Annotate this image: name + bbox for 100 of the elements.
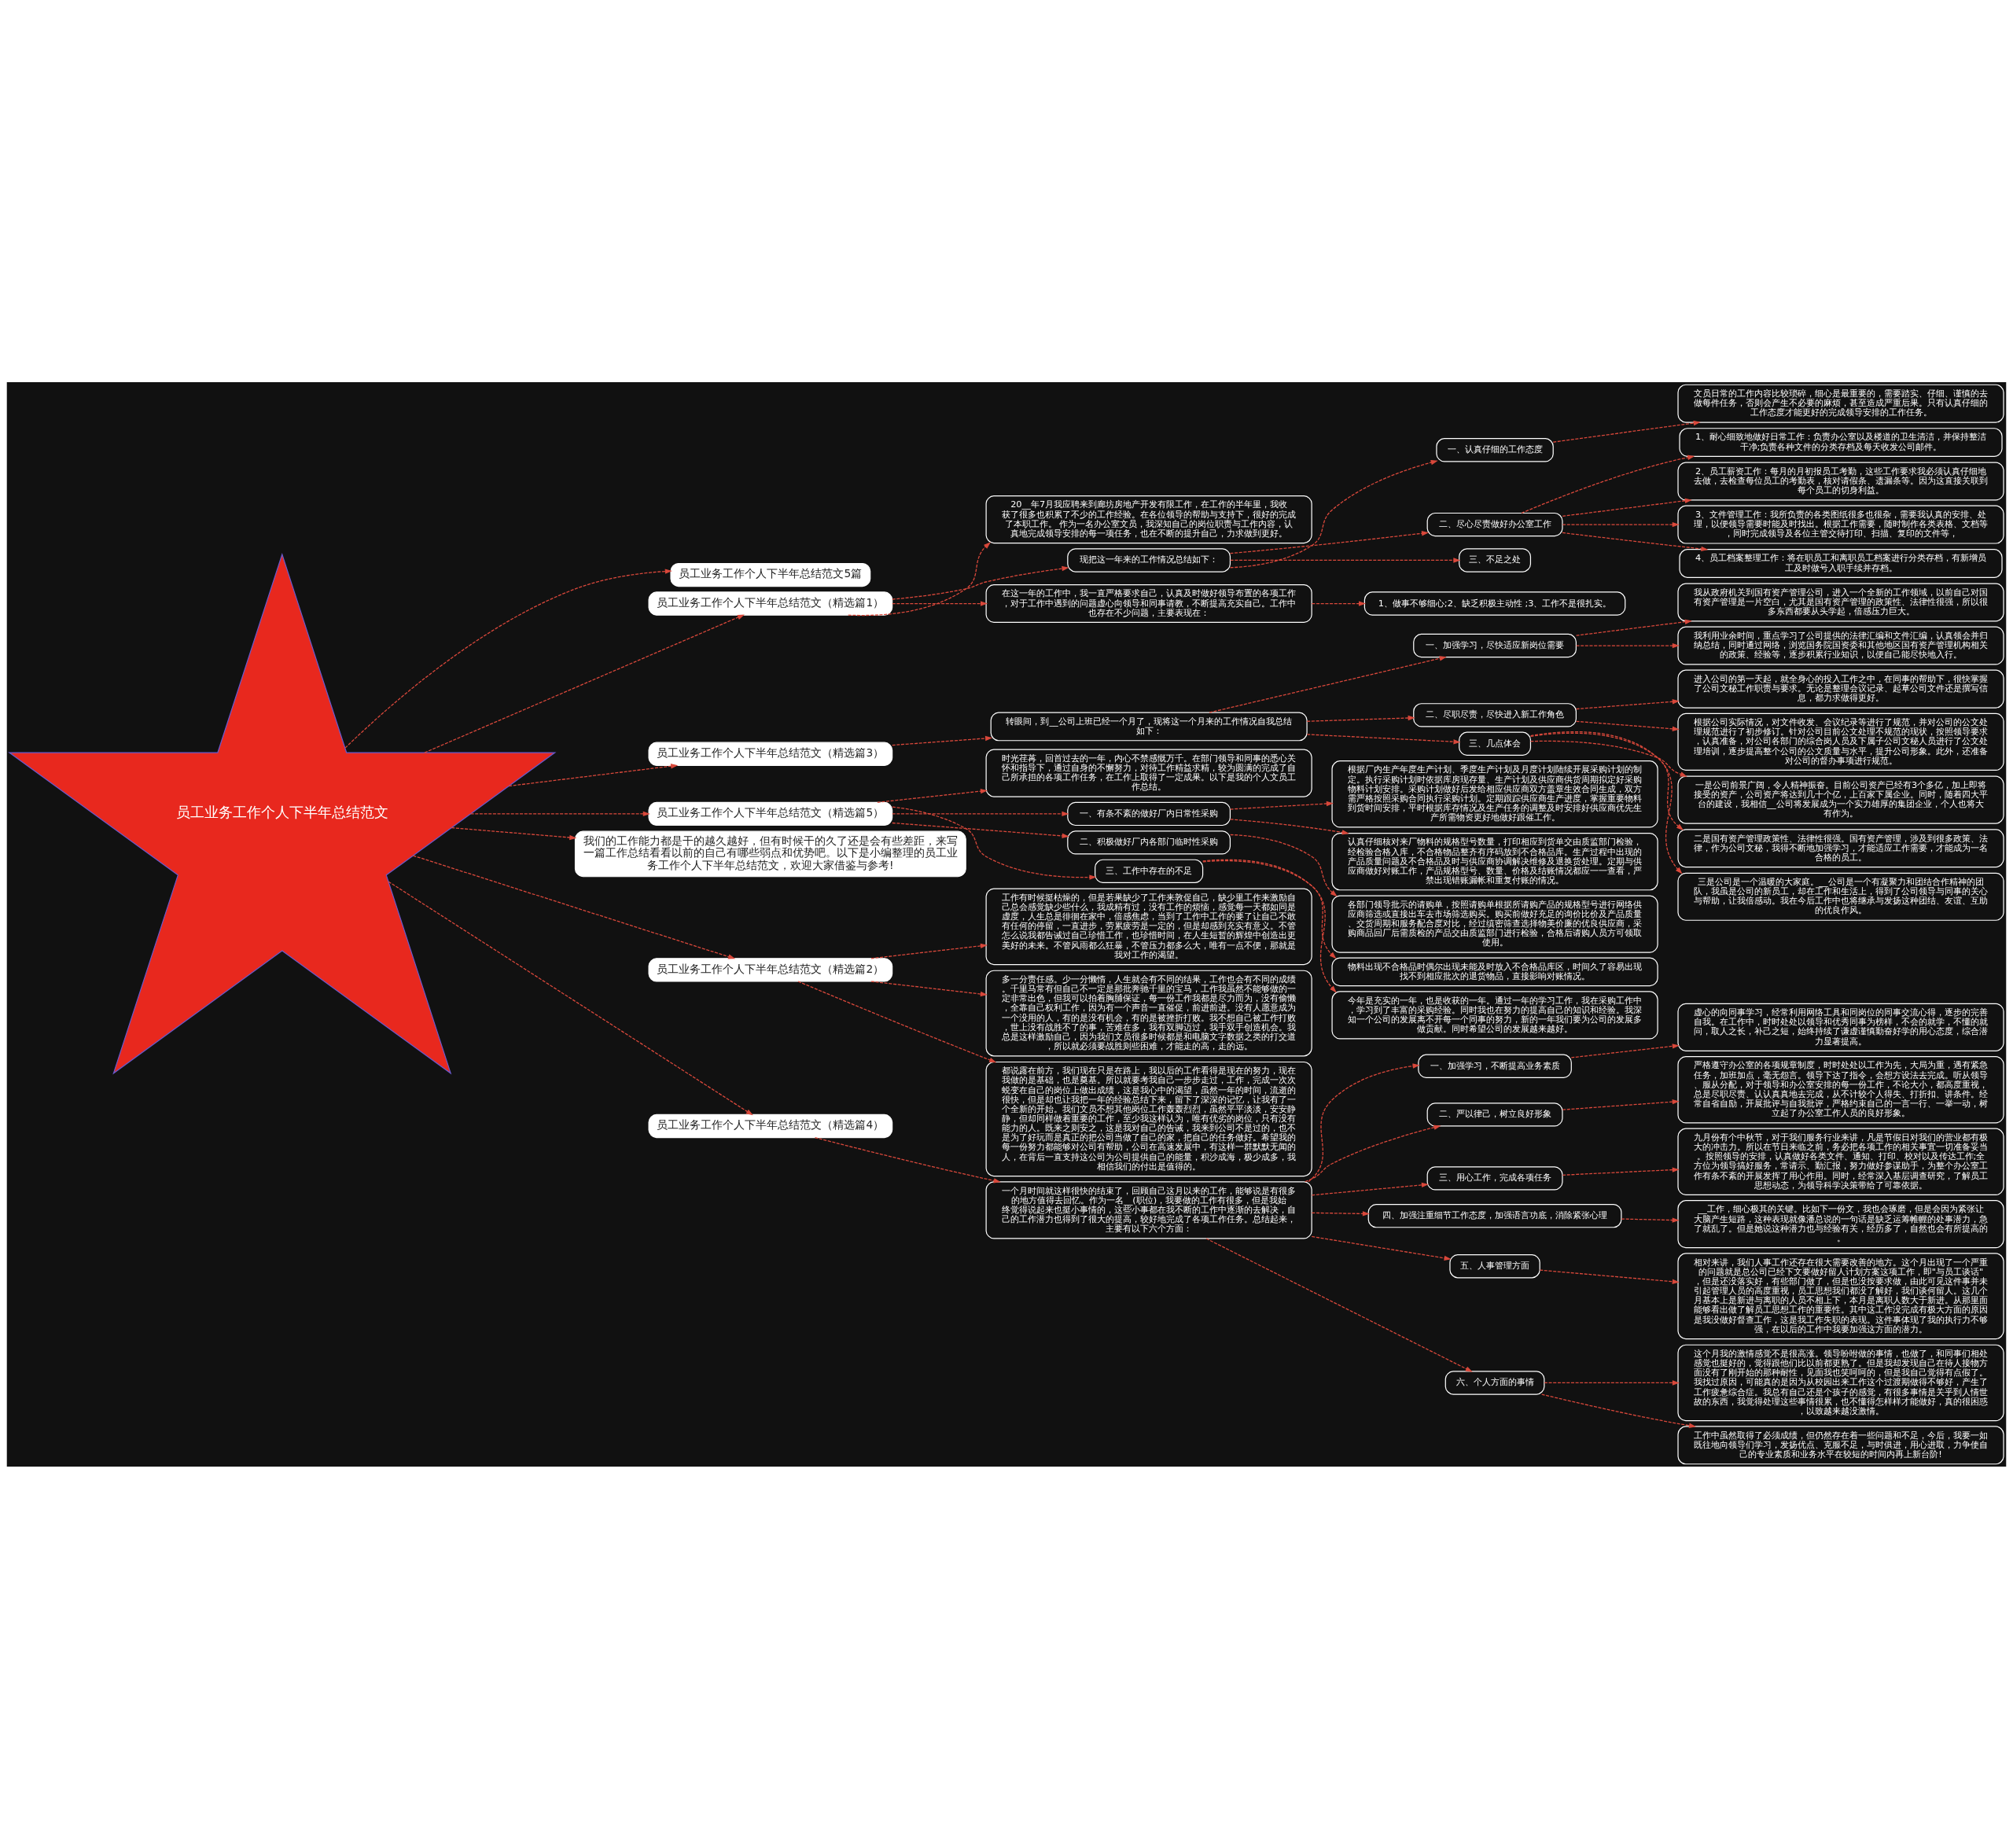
arrow (1311, 1210, 1370, 1217)
node-box: 1、耐心细致地做好日常工作：负责办公室以及楼道的卫生清洁，并保持整洁干净;负责各种文件的分类存档及每天收发公司邮件。 (1679, 427, 2003, 457)
node-box: 认真仔细核对来厂物料的规格型号数量，打印相应到货单交由质监部门检验，经检验合格入库，不合格物品整齐有序码放到不合格品库。生产过程中出现的产品质量问题及不合格品及时与供应商协调解决维修及退换货处理。定期与供应商做好对账工作，产品规格型号、数量、价格及结账情况都应一一查看，严禁出现错账漏帐和重复付账的情况。 (1331, 832, 1658, 890)
node-box: 3、文件管理工作：我所负责的各类图纸很多也很杂，需要我认真的安排、处理，以便领导需要时能及时找出。根据工作需要，随时制作各类表格、文档等，同时完成领导及各位主管交待打印、扫描、复印的文件等， (1677, 505, 2004, 544)
node-box: 我利用业余时间，重点学习了公司提供的法律汇编和文件汇编，认真领会并归纳总结，同时通过网络，浏览国务院国资委和其他地区国有资产管理机构相关的政策、经验等，逐步积累行业知识，以便自己能尽快地入行。 (1677, 626, 2004, 665)
node-box: 四、加强注重细节工作态度，加强语言功底，消除紧张心理 (1367, 1203, 1622, 1228)
arrow (1230, 818, 1349, 835)
arrow (892, 600, 988, 606)
node-box: 工作有时候挺枯燥的，但是若果缺少了工作来敦促自己，缺少里工作来激励自己总会感觉缺少些什么，我成精有过，没有工作的烦恼，感觉每一天都如同是虚度，人生总是徘徊在家中，倍感焦虑，当到了工作中工作的要了让自己不敢有任何的停留，一直进步，劳累疲劳是一定的，但是却感到充实有意义。不管怎么说我都告诫过自己珍惜工作，也珍惜时间，在人生短暂的辉煌中创造出更美好的未来。不管风雨都么狂暴，不管压力都多么大，唯有一点不便，那就是我对工作的渴望。 (985, 888, 1312, 965)
arrow (1562, 521, 1680, 527)
arrow (1576, 720, 1680, 731)
node-box: 2、员工薪资工作：每月的月初报员工考勤，这些工作要求我必须认真仔细地去做，去检查每位员工的考勤表，核对请假条、遗漏条等。因为这直接关联到每个员工的切身利益。 (1677, 462, 2004, 500)
arrow (1562, 498, 1692, 517)
arrow (1305, 1125, 1441, 1182)
node-box: 一、加强学习，不断提高业务素质 (1418, 1054, 1572, 1078)
node-box: 物料出现不合格品时偶尔出现未能及时放入不合格品库区，时间久了容易出现找不到相应批次的退货物品，直接影响对账情况。 (1331, 956, 1658, 986)
node-box: 一、有条不紊的做好厂内日常性采购 (1067, 801, 1231, 826)
node-box: 员工业务工作个人下半年总结范文（精选篇2） (648, 957, 893, 982)
arrow (1202, 860, 1337, 959)
node-box: 多一分责任感。少一分懒惰，人生就会有不同的结果，工作也会有不同的成绩。千里马常有但自己不一定是那批奔驰千里的宝马，工作我虽然不能够做的一定非常出色，但我可以拍着胸脯保证，每一份工作我都是尽力而为，没有偷懒，全靠自己权利工作，因为有一个声音一直催促，前进前进。没有人愿意成为一个没用的人，有的是没有机会，有的是被挫折打败。我不想自己被工作打败，世上没有战胜不了的事，苦难在多，我有双脚迈过，我手双手创造机会。我总是这样激励自己，因为我们文员很多时候都是和电脑文字数据之类的打交道，所以就必须要战胜则些困难，才能走的高，走的远。 (985, 970, 1312, 1056)
arrow (1570, 1043, 1680, 1058)
arrow (508, 763, 679, 786)
arrow (1230, 557, 1461, 563)
arrow (1229, 530, 1430, 554)
arrow (892, 565, 1069, 600)
node-box: 一个月时间就这样很快的结束了，回顾自己这月以来的工作，能够说是有很多的地方值得去回忆。作为一名__(职位)，我要做的工作有很多，但是我始终觉得说起来也挺小事情的，这些小事都在我不断的工作中逐渐的去解决，自己的工作潜力也得到了很大的提高，较好地完成了各项工作任务。总结起来，主要有以下六个方面： (985, 1180, 1312, 1239)
arrow (892, 806, 1097, 880)
arrow (1541, 1393, 1697, 1428)
node-box: 三是公司是一个温暖的大家庭。__公司是一个有凝聚力和团结合作精神的团队，我虽是公司的新员工，却在工作和生活上，得到了公司领导与同事的关心与帮助，让我倍感动。我在今后工作中也将继承与发扬这种团结、友谊、互助的优良作风。 (1677, 872, 2004, 921)
node-box: 时光荏苒，回首过去的一年，内心不禁感慨万千。在部门领导和同事的悉心关怀和指导下，通过自身的不懈努力，对待工作精益求精，较为圆满的完成了自己所承担的各项工作任务，在工作上取得了一定成果。以下是我的个人文员工作总结。 (985, 749, 1312, 797)
arrow (892, 811, 1069, 816)
arrow (1205, 1237, 1473, 1372)
node-box: 今年是充实的一年，也是收获的一年。通过一年的学习工作，我在采购工作中，学习到了丰富的采购经验。同时我也在努力的提高自己的知识和经验。我深知一个公司的发展离不开每一个同事的努力，新的一年我们要为公司的发展多做贡献。同时希望公司的发展越来越好。 (1331, 990, 1658, 1040)
node-box: 二是国有资产管理政策性、法律性很强。国有资产管理，涉及到很多政策、法律，作为公司文秘，我得不断地加强学习，才能适应工作需要，才能成为一名合格的员工。 (1677, 828, 2004, 867)
arrow (1562, 1099, 1680, 1110)
arrow (1552, 420, 1701, 443)
arrow (892, 735, 993, 745)
node-box: 一、加强学习，尽快适应新岗位需要 (1413, 633, 1577, 657)
node-box: 二、尽心尽责做好办公室工作 (1426, 512, 1563, 536)
arrow (1562, 532, 1709, 551)
node-box: 各部门领导批示的请购单，按照请购单根据所请购产品的规格型号进行网络供应商筛选或直接出车去市场筛选购买。购买前做好充足的询价比价及产品质量、交货周期和服务配合度对比，经过缜密筛查选择物美价廉的优良供应商，采购商品回厂后需质检的产品交由质监部门进行检验，合格后请购人员方可领取使用。 (1331, 894, 1658, 953)
arrow (1621, 1217, 1680, 1223)
arrow (877, 788, 988, 803)
arrow (344, 568, 672, 749)
node-box: 虚心的向同事学习，经常利用网络工具和同岗位的同事交流心得，逐步的完善自我。在工作中，时时处处以领导和优秀同事为榜样，不会的就学，不懂的就问，取人之长，补己之短，始终持续了谦虚谨慎勤奋好学的用心态度，综合潜力显著提高。 (1677, 1003, 2004, 1051)
node-box: 现把这一年来的工作情况总结如下： (1067, 547, 1231, 572)
arrow (1521, 455, 1695, 514)
arrow (1230, 834, 1338, 896)
node-box: 一是公司前景广阔，令人精神振奋。目前公司资产已经有3个多亿，加上即将接受的资产，公司资产将达到几十个亿，上百家下属企业。同时，随着四大平台的建设，我相信__公司将发展成为一个实力雄厚的集团企业，个人也将大有作为。 (1677, 775, 2004, 824)
node-box: 员工业务工作个人下半年总结范文5篇 (670, 562, 871, 587)
node-box: 这个月我的激情感觉不是很高涨。领导吩咐做的事情，也做了，和同事们相处感觉也挺好的，觉得跟他们比以前都更熟了。但是我却发现自己在待人接物方面没有了刚开始的那种耐性，见面我也笑呵呵的，但是我自己觉得有点假了。我找过原因，可能真的是因为从校园出来工作这个过渡期做得不够好，产生了工作疲惫综合症。我总有自己还是个孩子的感觉，有很多事情是关乎到人情世故的东西，我觉得处理这些事情很累，也不懂得怎样样才能做好，真的很困惑，以致越来越没激情。 (1677, 1344, 2004, 1421)
node-box: 都说露在前方，我们现在只是在路上，我以后的工作看得是现在的努力，现在我做的是基础，也是奠基。所以就要考我自己一步步走过，工作，完成一次次蜕变在自己的岗位上做出成绩，这是我心中的渴望，虽然一年的时间，流逝的很快，但是却也让我把一年的经验总结下来，留下了深深的记忆，让我有了一个全新的开始。我们文员不想其他岗位工作轰轰烈烈，虽然平平淡淡，安安静静，但却同样做着重要的工作，至少我这样认为，唯有优劣的岗位，只有没有能力的人。既来之则安之，这是我对自己的告诫，我来到公司不是过的，也不是为了好玩而是真正的把公司当做了自己的家，把自己的任务做好。希望我的每一份努力都能够对公司有帮助，公司在高速发展中，有这样一群默默无闻的人，在背后一直支持这公司为公司提供自己的能量，积沙成海，极少成多，我相信我们的付出是值得的。 (985, 1061, 1312, 1176)
node-box: 我从政府机关到国有资产管理公司，进入一个全新的工作领域，以前自己对国有资产管理是一片空白，尤其是国有资产管理的政策性、法律性很强，所以很多东西都要从头学起，倍感压力巨大。 (1677, 582, 2004, 621)
arrow (848, 541, 991, 616)
node-box: 4、员工档案整理工作：将在职员工和离职员工档案进行分类存档，有新增员工及时做号入职手续并存档。 (1679, 548, 2003, 578)
node-box: 1、做事不够细心;2、缺乏积极主动性 ;3、工作不是很扎实。 (1363, 591, 1626, 616)
arrow (1529, 732, 1684, 830)
arrow (1529, 740, 1687, 777)
arrow (870, 980, 988, 996)
node-box: __工作，细心极其的关键。比如下一份文，我也会琢磨，但是会因为紧张让大脑产生短路，这种表现就像潘总说的一句话是缺乏运筹帷幄的处事潜力，急了就乱了。但是她说这种潜力也与经验有关，经历多了，自然也会有所提高的。 (1677, 1199, 2004, 1248)
node-box: 进入公司的第一天起，就全身心的投入工作之中，在同事的帮助下，很快掌握了公司文秘工作职责与要求。无论是整理会议记录、起草公司文件还是撰写信息，都力求做得更好。 (1677, 669, 2004, 709)
arrow (1308, 1062, 1420, 1182)
arrow (797, 980, 997, 1062)
arrow (1230, 801, 1334, 810)
arrow (1306, 733, 1461, 744)
arrow (1311, 600, 1367, 606)
node-box: 在这一年的工作中，我一直严格要求自己，认真及时做好领导布置的各项工作，对于工作中遇到的问题虚心向领导和同事请教，不断提高充实自己。工作中也存在不少问题，主要表现在： (985, 583, 1312, 623)
arrow (1529, 731, 1683, 874)
node-box: 员工业务工作个人下半年总结范文（精选篇5） (648, 801, 893, 826)
arrow (1544, 1379, 1680, 1386)
node-box: 三、不足之处 (1459, 547, 1532, 572)
node-box: 严格遵守办公室的各项规章制度，时时处处以工作为先，大局为重，遇有紧急任务，加班加点，毫无怨言。领导下达了指令，会想方设法去完成。听从领导、服从分配，对于领导和办公室安排的每一份工作，不论大小，都高度重视，总是尽职尽责、认认真真地去完成，从不计较个人得失、打折扣、讲条件。经常自省自励，开展批评与自我批评，严格约束自己的一言一行、一举一动，树立起了办公室工作人员的良好形象。 (1677, 1055, 2004, 1123)
arrow (424, 613, 745, 753)
arrow (1539, 1268, 1680, 1284)
node-box: 根据厂内生产年度生产计划、季度生产计划及月度计划陆续开展采购计划的制定。执行采购计划时依据库房现存量、生产计划及供应商供货周期拟定好采购物料计划安排。采购计划做好后发给相应供应商双方盖章生效合同生成，双方需严格按照采购合同执行采购计划。定期跟踪供应商生产进度，掌握重要物料到货时间安排，平时根据库存情况及生产任务的调整及时安排好供应商优先生产所需物资更好地做好跟催工作。 (1331, 760, 1658, 828)
node-box: 六、个人方面的事情 (1444, 1370, 1545, 1395)
node-box: 员工业务工作个人下半年总结范文（精选篇1） (648, 591, 893, 616)
arrow (451, 826, 577, 840)
node-box: 九月份有个中秋节，对于我们服务行业来讲，凡是节假日对我们的营业都有极大的冲击力。所以在节日来临之前，务必把各项工作的相关事宜一切准备妥当。按照领导的安排，认真做好各类文件、通知、打印、校对以及传达工作;全方位为领导搞好服务，常请示、勤汇报，努力做好参谋助手，为整个办公室工作有条不紊的开展发挥了用心作用。同时，经常深入基层调查研究，了解员工思想动态，为领导科学决策带给了可靠依据。 (1677, 1128, 2004, 1195)
arrow (814, 1136, 1001, 1183)
arrow (1311, 1235, 1452, 1261)
arrow (1202, 859, 1337, 992)
arrow (1576, 619, 1692, 636)
arrow (1576, 642, 1680, 648)
node-box: 20__年7月我应聘来到廊坊房地产开发有限工作，在工作的半年里，我收获了很多也积累了不少的工作经验。在各位领导的帮助与支持下，很好的完成了本职工作。 作为一名办公室文员，我深知自己的岗位职责与工作内容，认真地完成领导安排的每一项任务，也在不断的提升自己，力求做到更好。 (985, 495, 1312, 543)
node-box: 我们的工作能力都是干的越久越好，但有时候干的久了还是会有些差距，来写一篇工作总结看看以前的自己有哪些弱点和优势吧。以下是小编整理的员工业务工作个人下半年总结范文，欢迎大家借鉴与参考! (574, 830, 966, 877)
node-box: 三、几点体会 (1459, 731, 1532, 756)
arrow (1306, 715, 1415, 722)
arrow (1562, 1166, 1680, 1176)
arrow (1230, 459, 1438, 568)
node-box: 文员日常的工作内容比较琐碎，细心是最重要的，需要踏实、仔细、谨慎的去做每件任务，否则会产生不必要的麻烦，甚至造成严重后果。只有认真仔细的工作态度才能更好的完成领导安排的工作任务。 (1677, 384, 2004, 423)
node-box: 转眼间，到__公司上班已经一个月了，现将这一个月来的工作情况自我总结如下： (990, 712, 1308, 741)
node-box: 二、严以律己，树立良好形象 (1426, 1102, 1563, 1127)
node-box: 三、用心工作，完成各项任务 (1426, 1165, 1563, 1191)
arrow (1209, 655, 1447, 713)
node-box: 三、工作中存在的不足 (1095, 859, 1204, 883)
node-box: 工作中虽然取得了必须成绩，但仍然存在着一些问题和不足，今后，我要一如既往地向领导们学习，发扬优点、克服不足，与时俱进，用心进取，力争使自己的专业素质和业务水平在较短的时间内再上新台阶! (1677, 1425, 2004, 1464)
node-box: 员工业务工作个人下半年总结范文（精选篇3） (648, 742, 893, 766)
node-box: 相对来讲，我们人事工作还存在很大需要改善的地方。这个月出现了一个严重的问题就是总公司已经下文要做好留人计划方案这项工作，即"与员工谈话"，但是还没落实好，有些部门做了，但是也没按要求做，由此可见这件事并未引起管理人员的高度重视，员工思想我们都没了解好，我们谈何留人。这几个月基本上是新进与离职的人员不相上下，本月是离职人数大于新进。从那里面能够看出做了解员工思想工作的重要性。其中这工作没完成有极大方面的原因是我没做好督查工作，这是我工作失职的表现。这件事体现了我的执行力不够强，在以后的工作中我要加强这方面的潜力。 (1677, 1252, 2004, 1339)
arrow (412, 854, 736, 959)
